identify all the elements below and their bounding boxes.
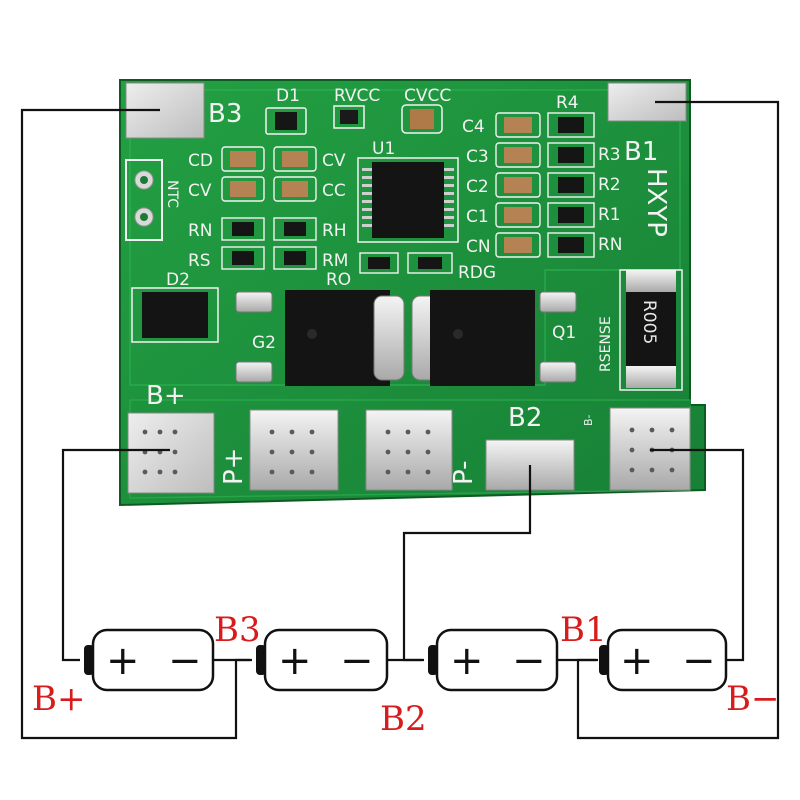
cell-1-minus: − (168, 638, 202, 684)
silk-c2: C2 (466, 177, 489, 197)
left-capacitors (221, 146, 317, 202)
silk-c1: C1 (466, 207, 489, 227)
mosfet-q1 (411, 290, 577, 386)
u1-ic-chip (357, 157, 459, 243)
battery-cell-1: + − (84, 628, 215, 692)
silk-ro: RO (326, 270, 351, 290)
left-resistors (221, 217, 317, 270)
silk-p-minus: P- (449, 461, 479, 486)
cell-4-plus: + (620, 638, 654, 684)
cell-2-minus: − (340, 638, 374, 684)
d2-diode (131, 287, 219, 343)
silk-rn-left: RN (188, 221, 213, 241)
label-b3: B3 (214, 610, 261, 650)
label-b-minus: B− (726, 679, 779, 719)
pcb-board: B3 B1 CD CV RN RS D2 B+ D1 RVCC CVCC R4 … (119, 79, 706, 507)
ntc-connector (125, 159, 163, 241)
cell-1-plus: + (106, 638, 140, 684)
wire-b-plus (61, 448, 170, 662)
silk-r1: R1 (598, 205, 621, 225)
wire-b-minus (650, 448, 745, 662)
silk-rdg: RDG (458, 263, 496, 283)
label-b1: B1 (560, 610, 607, 650)
silk-cd: CD (188, 151, 213, 171)
silk-cn: CN (466, 237, 491, 257)
battery-cell-3: + − (428, 628, 559, 692)
battery-cell-4: + − (599, 628, 728, 692)
cell-3-minus: − (512, 638, 546, 684)
silk-rh: RH (322, 221, 347, 241)
silk-d1: D1 (276, 86, 300, 106)
silk-r4: R4 (556, 93, 579, 113)
silk-cv-mid: CV (322, 151, 346, 171)
silk-d2: D2 (166, 270, 190, 290)
silk-rm: RM (322, 251, 348, 271)
silk-c4: C4 (462, 117, 485, 137)
battery-cell-2: + − (256, 628, 389, 692)
battery-pack: + − + − + − + − (84, 628, 728, 692)
silk-g2: G2 (252, 333, 276, 353)
silk-p-plus: P+ (219, 448, 249, 485)
silk-b-minus: B- (582, 414, 595, 426)
silk-hxyp: HXYP (641, 168, 671, 237)
pad-b-plus (127, 412, 215, 494)
silk-u1: U1 (372, 139, 395, 159)
rsense-shunt (619, 269, 683, 391)
silk-rs: RS (188, 251, 211, 271)
silk-b3: B3 (208, 99, 242, 129)
silk-rsense: RSENSE (598, 316, 614, 372)
silk-b-plus: B+ (146, 381, 186, 411)
silk-rvcc: RVCC (334, 86, 380, 106)
right-capacitors (495, 112, 541, 258)
silk-ntc: NTC (164, 180, 180, 208)
silk-r3: R3 (598, 145, 621, 165)
label-b2: B2 (380, 699, 427, 739)
right-resistors (547, 112, 595, 258)
label-b-plus: B+ (32, 679, 85, 719)
silk-cvcc: CVCC (404, 86, 451, 106)
silk-cc: CC (322, 181, 346, 201)
mosfet-g2 (235, 290, 405, 386)
cell-4-minus: − (682, 638, 716, 684)
cell-3-plus: + (450, 638, 484, 684)
cell-2-plus: + (278, 638, 312, 684)
silk-b2: B2 (508, 403, 542, 433)
wiring (20, 100, 780, 740)
silk-r2: R2 (598, 175, 621, 195)
silk-r005: R005 (639, 300, 659, 344)
pad-p-plus (249, 409, 339, 491)
d1-diode (265, 107, 307, 135)
silk-c3: C3 (466, 147, 489, 167)
silk-q1: Q1 (552, 323, 576, 343)
silk-cv-left: CV (188, 181, 212, 201)
silk-rn-right: RN (598, 235, 623, 255)
silk-b1: B1 (624, 137, 658, 167)
